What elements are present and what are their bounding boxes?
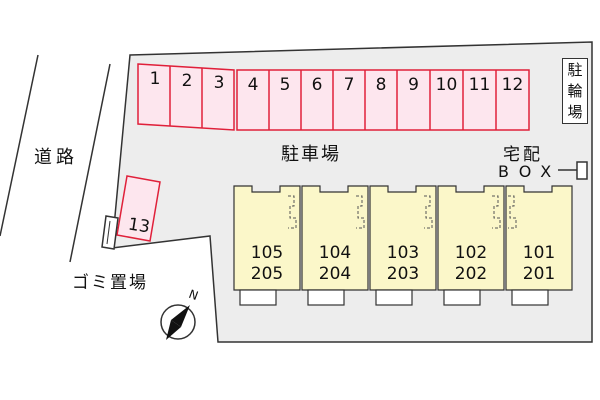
parking-lot-label: 駐車場 (281, 144, 341, 165)
bike-parking-char: 輪 (567, 82, 583, 100)
road-edge-left (0, 54, 39, 237)
garbage-enclosure-box (101, 215, 119, 250)
stair-outline (356, 195, 365, 229)
delivery-box-shape (576, 161, 588, 180)
parking-slot-8: 8 (375, 75, 387, 95)
unit-label: 101 201 (506, 243, 572, 285)
unit-number-upper: 103 (386, 243, 420, 263)
unit-number-lower: 202 (454, 264, 488, 284)
unit-number-upper: 102 (454, 243, 488, 263)
parking-slot-3: 3 (213, 73, 225, 93)
parking-slot-13: 13 (126, 214, 152, 238)
unit-number-upper: 101 (522, 243, 556, 263)
bike-parking-char: 場 (567, 103, 583, 121)
unit-number-upper: 105 (250, 243, 284, 263)
garbage-area-label: ゴミ置場 (72, 273, 148, 293)
unit-porch (239, 289, 277, 306)
unit-label: 105 205 (234, 243, 300, 285)
unit-number-upper: 104 (318, 243, 352, 263)
compass-needle-dark (171, 305, 190, 327)
compass-needle-tail (166, 320, 181, 340)
bike-parking-char: 駐 (567, 61, 583, 79)
parking-slot-9: 9 (408, 75, 419, 95)
stair-outline (424, 195, 433, 229)
bike-parking-label: 駐 輪 場 (562, 58, 588, 124)
parking-slot-5: 5 (279, 75, 291, 95)
unit-label: 103 203 (370, 243, 436, 285)
parking-slot-6: 6 (311, 75, 323, 95)
garbage-enclosure (101, 215, 119, 250)
parking-slot-group-north (236, 69, 530, 131)
unit-number-lower: 204 (318, 264, 352, 284)
unit-porch (375, 289, 413, 306)
unit-number-lower: 205 (250, 264, 284, 284)
parking-slot-11: 11 (468, 75, 491, 95)
parking-slot-1: 1 (149, 69, 161, 89)
unit-porch (307, 289, 345, 306)
stair-outline (508, 195, 517, 229)
unit-label: 102 202 (438, 243, 504, 285)
delivery-box (558, 161, 588, 180)
unit-porch (443, 289, 481, 306)
unit-number-lower: 203 (386, 264, 420, 284)
road-edge-right (69, 63, 111, 263)
parking-slot-2: 2 (181, 71, 193, 91)
unit-label: 104 204 (302, 243, 368, 285)
delivery-box-label: 宅配 (503, 145, 543, 165)
stair-outline (288, 195, 297, 229)
unit-porch (511, 289, 549, 306)
parking-slot-7: 7 (343, 75, 355, 95)
unit-number-lower: 201 (522, 264, 556, 284)
road-label: 道路 (34, 147, 78, 168)
stair-outline (492, 195, 501, 229)
parking-slot-12: 12 (501, 75, 524, 95)
parking-slot-4: 4 (247, 75, 259, 95)
garbage-enclosure-inner (106, 220, 111, 245)
parking-slot-group-west (137, 63, 235, 131)
parking-slot-10: 10 (435, 75, 458, 95)
delivery-box-label-box: BOX (498, 162, 562, 181)
building-units (233, 185, 573, 306)
north-arrow-icon (160, 304, 196, 340)
parking-slot-4-12-block (236, 69, 530, 131)
parking-slot-13-shape (116, 175, 161, 242)
